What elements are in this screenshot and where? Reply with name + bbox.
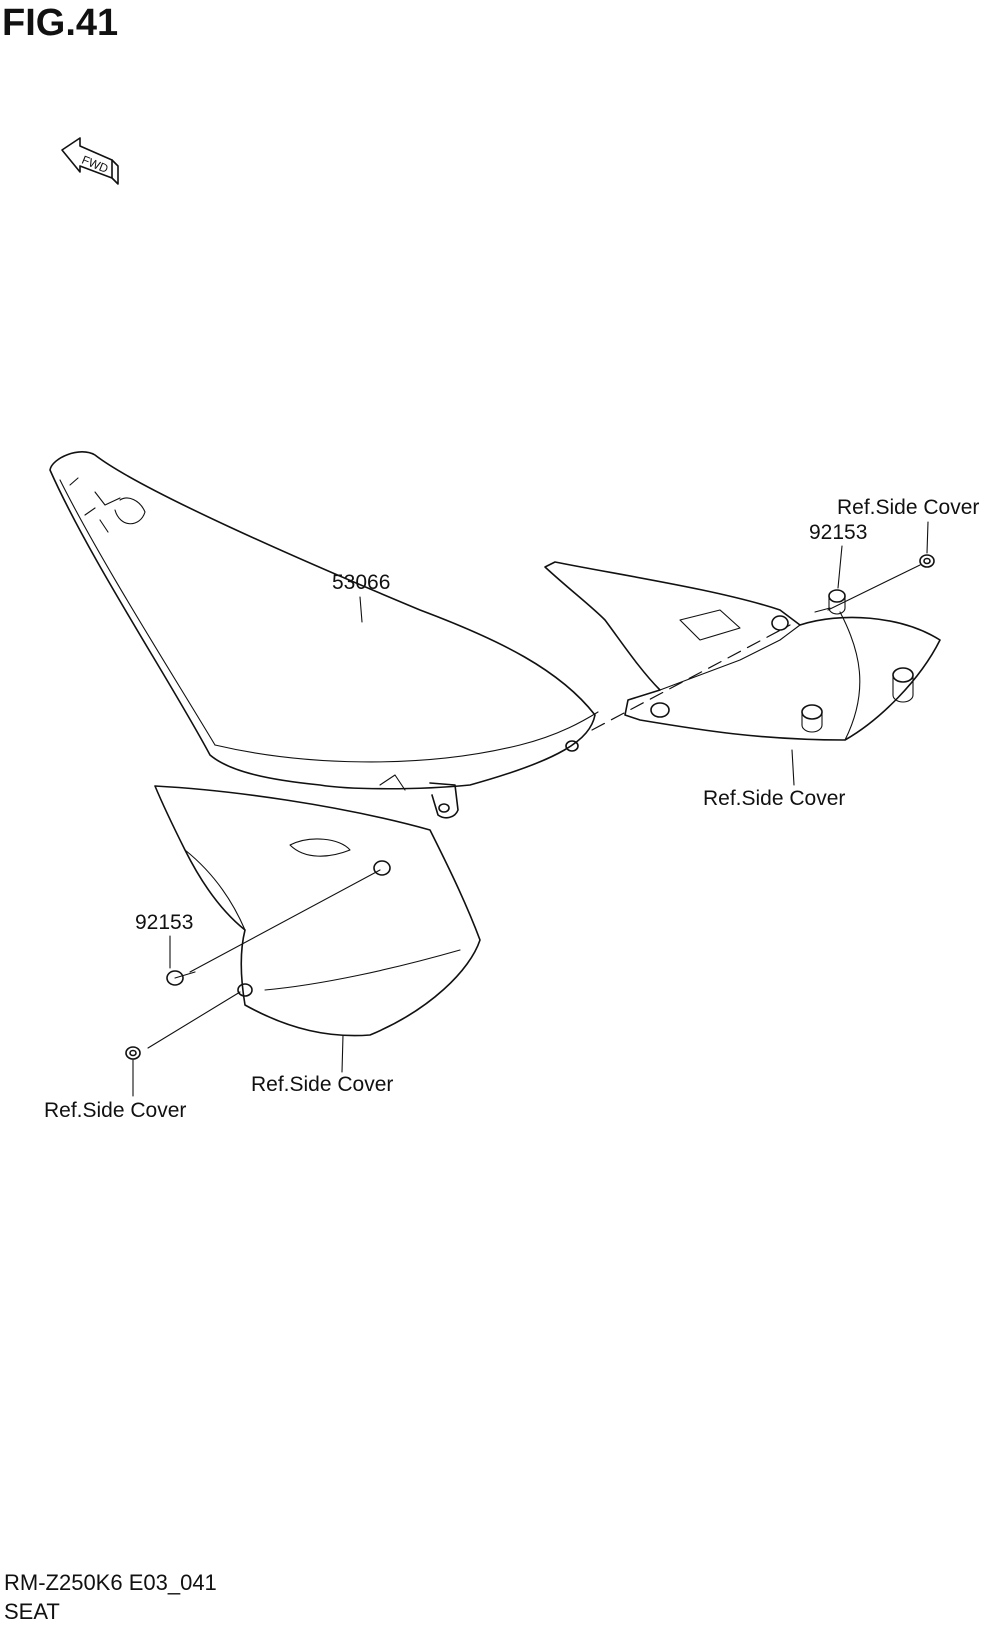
left-side-cover-drawing xyxy=(154,785,481,1037)
callout-ref-side-cover-right: Ref.Side Cover xyxy=(703,787,846,810)
screw-top-right-drawing xyxy=(919,554,935,568)
screw-bottom-left-drawing xyxy=(125,1046,141,1060)
callout-ref-side-cover-bottom-left: Ref.Side Cover xyxy=(44,1099,187,1122)
bolt-lower-drawing xyxy=(166,970,196,986)
callout-ref-side-cover-top-right: Ref.Side Cover xyxy=(837,496,980,519)
callout-ref-side-cover-center: Ref.Side Cover xyxy=(251,1073,394,1096)
section-name: SEAT xyxy=(4,1599,60,1624)
model-code: RM-Z250K6 E03_041 xyxy=(4,1570,217,1595)
right-side-cover-drawing xyxy=(544,561,941,741)
leader-lines xyxy=(132,521,929,1097)
callout-53066: 53066 xyxy=(332,571,391,594)
forward-arrow-icon: FWD xyxy=(61,137,119,185)
figure-title: FIG.41 xyxy=(2,2,119,44)
callout-92153-lower: 92153 xyxy=(135,911,194,934)
bolt-upper-drawing xyxy=(814,589,846,615)
seat-drawing xyxy=(49,451,599,819)
callout-92153-upper: 92153 xyxy=(809,521,868,544)
